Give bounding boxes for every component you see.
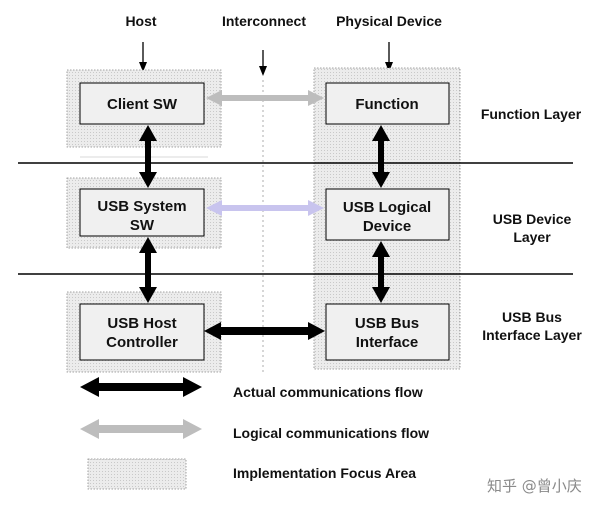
actual-flow-arrow-bus [204, 322, 325, 340]
function-layer-label: Function Layer [481, 106, 582, 122]
legend-actual-arrow [80, 377, 202, 397]
legend-actual-label: Actual communications flow [233, 384, 423, 400]
usb-system-sw-label-1: USB System [97, 198, 186, 215]
function-box: Function [325, 82, 450, 125]
client-sw-label: Client SW [107, 96, 178, 113]
client-sw-box: Client SW [79, 82, 205, 125]
usb-bus-interface-box: USB Bus Interface [325, 303, 450, 361]
logical-flow-arrow-function [206, 90, 324, 106]
header-pointers [139, 42, 393, 76]
usb-bus-interface-label-1: USB Bus [355, 315, 419, 332]
actual-flow-arrow-device-lower [372, 241, 390, 303]
usb-bus-interface-label-2: Interface [356, 334, 419, 351]
usb-system-sw-label-2: SW [130, 217, 155, 234]
usb-bus-layer-label-2: Interface Layer [482, 327, 582, 343]
legend-focus-label: Implementation Focus Area [233, 465, 416, 481]
physical-device-column-label: Physical Device [336, 13, 442, 29]
interconnect-column-label: Interconnect [222, 13, 306, 29]
watermark: 知乎 @曾小庆 [487, 477, 582, 495]
logical-flow-arrow-device [206, 200, 324, 216]
host-column-label: Host [125, 13, 156, 29]
legend-logical-arrow [80, 419, 202, 439]
usb-host-controller-label-1: USB Host [107, 315, 176, 332]
usb-logical-device-label-1: USB Logical [343, 199, 431, 216]
usb-device-layer-label-1: USB Device [493, 211, 572, 227]
usb-host-controller-box: USB Host Controller [79, 303, 205, 361]
usb-system-sw-box: USB System SW [79, 188, 205, 237]
actual-flow-arrow-device-upper [372, 125, 390, 188]
function-label: Function [355, 96, 418, 113]
usb-logical-device-label-2: Device [363, 218, 411, 235]
usb-bus-layer-label-1: USB Bus [502, 309, 562, 325]
usb-host-controller-label-2: Controller [106, 334, 178, 351]
usb-device-layer-label-2: Layer [513, 229, 551, 245]
legend-logical-label: Logical communications flow [233, 425, 429, 441]
usb-logical-device-box: USB Logical Device [325, 188, 450, 241]
actual-flow-arrow-host-lower [139, 237, 157, 303]
actual-flow-arrow-host-upper [139, 125, 157, 188]
legend-focus-swatch [87, 458, 187, 490]
